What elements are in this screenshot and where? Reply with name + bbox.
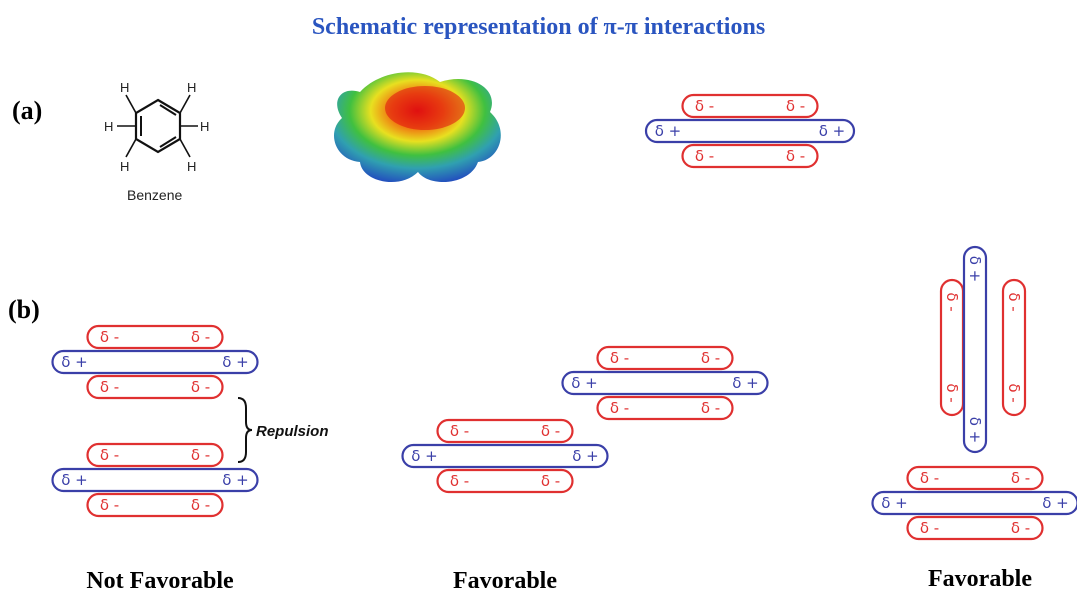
delta-minus-label: δ - [100,496,119,514]
delta-plus-label: δ + [1042,494,1069,512]
delta-minus-label: δ - [541,472,560,490]
negative-charge-ring: δ -δ - [86,442,224,468]
delta-minus-label: δ - [701,349,720,367]
delta-plus-label: δ + [655,122,682,140]
delta-plus-label: δ + [61,471,88,489]
delta-minus-label: δ - [786,97,805,115]
negative-charge-ring: δ - δ - [1001,278,1027,417]
delta-minus-label: δ - [695,97,714,115]
negative-charge-ring: δ -δ - [596,395,734,421]
repulsion-brace [237,397,253,463]
benzene-ring [134,98,182,154]
delta-minus-label: δ - [191,496,210,514]
negative-charge-ring: δ -δ - [906,465,1044,491]
delta-plus-label: δ + [881,494,908,512]
delta-minus-label: δ - [695,147,714,165]
delta-minus-label: δ - [701,399,720,417]
delta-minus-label: δ - [100,446,119,464]
delta-plus-label: δ + [572,447,599,465]
caption-favorable-offset: Favorable [453,568,557,594]
hydrogen-atom: H [104,119,113,134]
delta-minus-label: δ - [943,292,961,311]
negative-charge-ring: δ -δ - [436,418,574,444]
delta-minus-label: δ - [100,378,119,396]
delta-minus-label: δ - [786,147,805,165]
delta-plus-label: δ + [571,374,598,392]
panel-b-label: (b) [8,295,40,324]
positive-charge-ring: δ + δ + [51,467,259,493]
delta-minus-label: δ - [920,469,939,487]
delta-plus-label: δ + [222,353,249,371]
positive-charge-ring: δ + δ + [644,118,856,144]
negative-charge-ring: δ - δ - [939,278,965,417]
negative-charge-ring: δ -δ - [436,468,574,494]
delta-minus-label: δ - [610,399,629,417]
panel-a-label: (a) [12,96,43,125]
negative-charge-ring: δ -δ - [596,345,734,371]
delta-minus-label: δ - [1011,519,1030,537]
delta-minus-label: δ - [943,383,961,402]
delta-minus-label: δ - [191,446,210,464]
caption-favorable-t-shaped: Favorable [928,566,1032,592]
hydrogen-atom: H [187,159,196,174]
c-h-bond [179,138,191,158]
caption-not-favorable: Not Favorable [86,568,234,594]
positive-charge-ring: δ + δ + [871,490,1077,516]
c-h-bond [179,94,191,114]
hydrogen-atom: H [120,80,129,95]
benzene-structure: H H H H H H Benzene [104,80,209,203]
delta-plus-label: δ + [732,374,759,392]
hydrogen-atom: H [200,119,209,134]
delta-minus-label: δ - [450,422,469,440]
delta-plus-label: δ + [411,447,438,465]
delta-minus-label: δ - [1005,383,1023,402]
delta-minus-label: δ - [610,349,629,367]
negative-charge-ring: δ -δ - [681,143,819,169]
delta-minus-label: δ - [541,422,560,440]
double-bond [159,136,177,148]
hydrogen-atom: H [120,159,129,174]
delta-minus-label: δ - [191,378,210,396]
delta-plus-label: δ + [819,122,846,140]
positive-charge-ring: δ + δ + [51,349,259,375]
negative-charge-ring: δ -δ - [86,492,224,518]
positive-charge-ring: δ + δ + [962,245,988,454]
delta-minus-label: δ - [191,328,210,346]
delta-minus-label: δ - [450,472,469,490]
positive-charge-ring: δ + δ + [561,370,769,396]
delta-minus-label: δ - [100,328,119,346]
hydrogen-atom: H [187,80,196,95]
delta-plus-label: δ + [61,353,88,371]
electrostatic-potential-map [333,72,501,183]
delta-minus-label: δ - [920,519,939,537]
repulsion-label: Repulsion [256,423,329,440]
negative-charge-ring: δ -δ - [681,93,819,119]
double-bond [159,104,177,116]
negative-charge-ring: δ -δ - [906,515,1044,541]
delta-plus-label: δ + [966,256,984,283]
delta-minus-label: δ - [1005,292,1023,311]
delta-plus-label: δ + [222,471,249,489]
positive-charge-ring: δ + δ + [401,443,609,469]
delta-plus-label: δ + [966,417,984,444]
delta-minus-label: δ - [1011,469,1030,487]
figure-title: Schematic representation of π-π interact… [311,14,766,40]
negative-charge-ring: δ -δ - [86,374,224,400]
c-h-bond [125,138,137,158]
c-h-bond [125,94,137,114]
negative-charge-ring: δ -δ - [86,324,224,350]
benzene-label: Benzene [127,187,182,203]
